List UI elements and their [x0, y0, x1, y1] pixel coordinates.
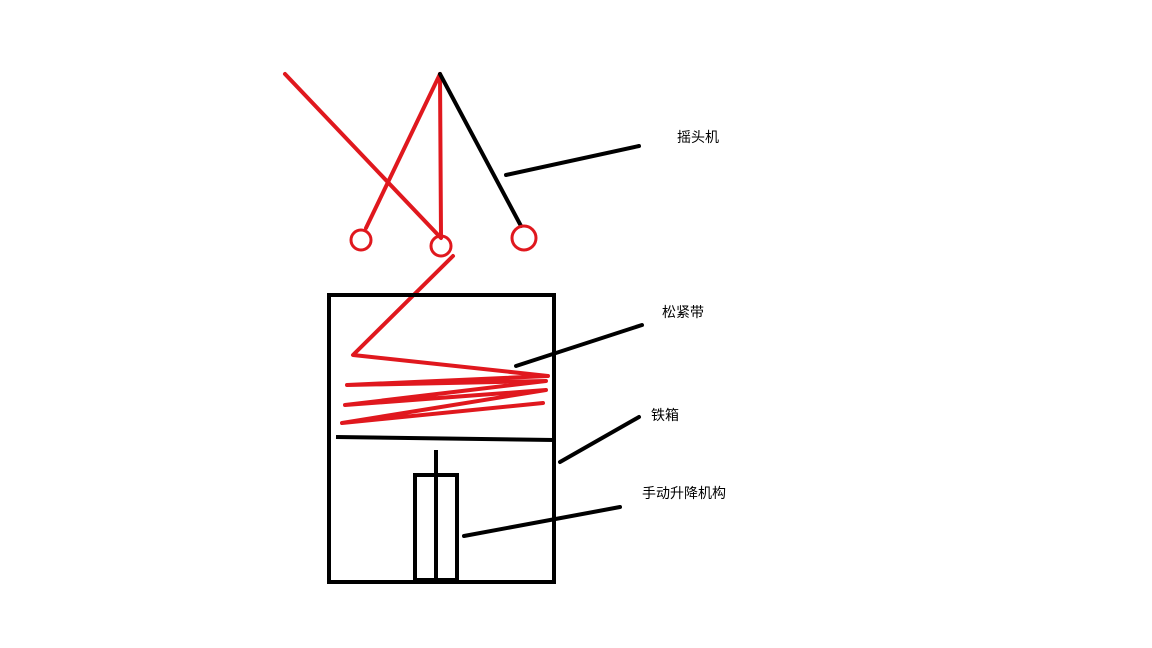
label-tension-strap: 松紧带 [662, 305, 704, 321]
box-divider [335, 435, 555, 442]
pendulum-line-center [438, 72, 443, 238]
leader-line-shaking-machine [504, 144, 641, 177]
tension-strap [283, 72, 550, 425]
label-manual-lift: 手动升降机构 [642, 486, 726, 502]
label-shaking-machine: 摇头机 [677, 130, 719, 146]
pendulum-line-left [364, 72, 442, 230]
leader-line-tension-strap [514, 323, 644, 368]
leader-line-manual-lift [462, 505, 622, 538]
pendulum-line-right [438, 72, 523, 228]
manual-lift-mechanism [413, 450, 459, 582]
label-iron-box: 铁箱 [651, 408, 679, 424]
pendulum-bob-right [510, 224, 538, 252]
strap-zigzag [340, 254, 550, 425]
iron-box [327, 293, 556, 584]
leader-lines [462, 144, 644, 538]
strap-diagonal-line [283, 72, 443, 240]
pendulum-bob-left [349, 228, 373, 252]
shaking-machine [349, 72, 538, 258]
leader-line-iron-box [558, 415, 641, 464]
